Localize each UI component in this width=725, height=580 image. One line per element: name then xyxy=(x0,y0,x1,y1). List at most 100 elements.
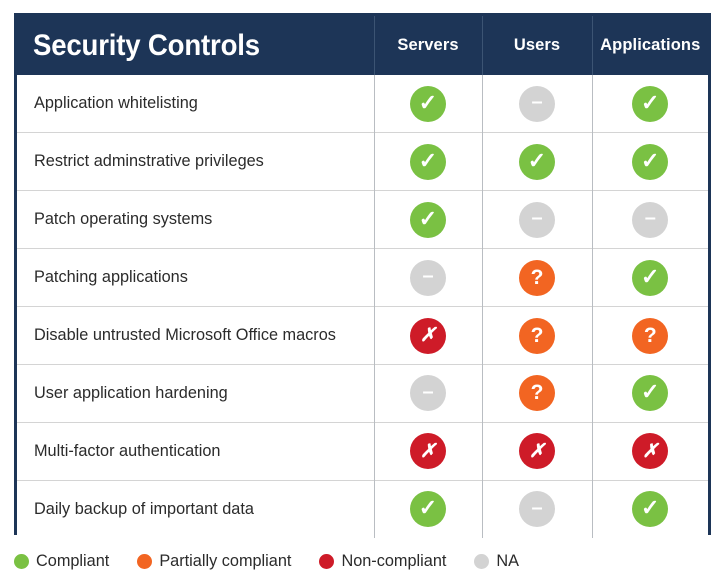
column-header-users[interactable]: Users xyxy=(482,16,593,75)
legend-dot-na-icon xyxy=(474,553,490,569)
status-glyph: ? xyxy=(530,381,544,405)
dash-icon: – xyxy=(410,375,446,412)
status-glyph: – xyxy=(531,207,543,230)
control-name-label: Patch operating systems xyxy=(34,210,213,229)
control-name-cell: User application hardening xyxy=(17,363,375,423)
status-glyph: ? xyxy=(530,265,544,289)
status-cell-applications: ✓ xyxy=(592,363,708,423)
cross-icon: ✗ xyxy=(632,433,669,470)
control-name-label: Disable untrusted Microsoft Office macro… xyxy=(34,326,336,344)
legend-label: Non-compliant xyxy=(341,551,447,570)
dash-icon: – xyxy=(410,259,446,296)
status-cell-servers: ✗ xyxy=(374,306,483,365)
status-glyph: ✓ xyxy=(641,379,660,405)
table-row: Daily backup of important data ✓ – ✓ xyxy=(17,479,708,539)
table-header-row: Security Controls Servers Users Applicat… xyxy=(17,16,708,75)
control-name-label: Restrict adminstrative privileges xyxy=(34,152,264,171)
status-glyph: ? xyxy=(643,323,657,347)
control-name-label: Patching applications xyxy=(34,268,188,287)
status-glyph: ✗ xyxy=(529,440,545,462)
status-glyph: ✗ xyxy=(420,440,436,462)
status-glyph: – xyxy=(422,380,434,403)
status-glyph: ✓ xyxy=(418,205,438,231)
status-glyph: ✓ xyxy=(418,495,438,521)
status-cell-applications: ✗ xyxy=(592,421,708,481)
table-body: Security Controls Servers Users Applicat… xyxy=(17,16,708,539)
control-name-cell: Daily backup of important data xyxy=(17,479,375,539)
status-glyph: ✓ xyxy=(418,89,438,115)
column-header-users-label: Users xyxy=(513,36,561,54)
legend-dot-noncompliant-icon xyxy=(319,553,335,569)
legend-label: Compliant xyxy=(36,551,110,570)
table-row: Disable untrusted Microsoft Office macro… xyxy=(17,306,708,365)
control-name-cell: Patch operating systems xyxy=(17,190,375,249)
question-icon: ? xyxy=(519,259,555,296)
table-row: Multi-factor authentication ✗ ✗ ✗ xyxy=(17,421,708,481)
status-cell-users: – xyxy=(482,190,593,249)
status-cell-users: ? xyxy=(482,248,593,307)
check-icon: ✓ xyxy=(410,201,446,238)
status-glyph: ✓ xyxy=(641,89,660,115)
cross-icon: ✗ xyxy=(519,433,555,470)
status-glyph: ✗ xyxy=(420,325,436,346)
status-cell-applications: ? xyxy=(592,306,708,365)
legend-dot-compliant-icon xyxy=(14,553,29,569)
status-cell-servers: – xyxy=(374,363,483,423)
dash-icon: – xyxy=(632,201,669,238)
status-cell-servers: ✓ xyxy=(374,479,483,539)
status-cell-applications: ✓ xyxy=(592,479,708,539)
legend-dot-partial-icon xyxy=(137,553,153,569)
status-glyph: ✓ xyxy=(418,147,438,173)
status-cell-users: ✓ xyxy=(482,132,593,191)
dash-icon: – xyxy=(519,201,555,238)
question-icon: ? xyxy=(519,317,555,354)
control-name-label: Multi-factor authentication xyxy=(34,441,221,460)
status-cell-servers: ✗ xyxy=(374,421,483,481)
status-cell-users: – xyxy=(482,479,593,539)
check-icon: ✓ xyxy=(410,85,446,122)
table-title-cell: Security Controls xyxy=(17,16,375,75)
check-icon: ✓ xyxy=(519,143,555,180)
cross-icon: ✗ xyxy=(410,433,446,470)
column-header-servers[interactable]: Servers xyxy=(374,16,483,75)
status-cell-users: ? xyxy=(482,363,593,423)
check-icon: ✓ xyxy=(632,143,669,180)
legend-item-partial: Partially compliant xyxy=(137,552,291,571)
control-name-label: Daily backup of important data xyxy=(34,499,254,518)
status-cell-users: ✗ xyxy=(482,421,593,481)
check-icon: ✓ xyxy=(410,491,446,528)
check-icon: ✓ xyxy=(632,259,669,296)
status-cell-users: – xyxy=(482,75,593,133)
check-icon: ✓ xyxy=(632,375,669,412)
table-row: Restrict adminstrative privileges ✓ ✓ ✓ xyxy=(17,132,708,191)
security-controls-table: Security Controls Servers Users Applicat… xyxy=(14,13,711,539)
status-cell-applications: ✓ xyxy=(592,75,708,133)
status-glyph: ✓ xyxy=(641,263,660,289)
status-glyph: ? xyxy=(530,323,544,347)
dash-icon: – xyxy=(519,491,555,528)
status-glyph: – xyxy=(644,207,656,230)
legend: Compliant Partially compliant Non-complian… xyxy=(14,548,547,574)
table-row: Application whitelisting ✓ – ✓ xyxy=(17,75,708,133)
status-cell-applications: – xyxy=(592,190,708,249)
column-header-servers-label: Servers xyxy=(397,36,459,54)
status-glyph: ✗ xyxy=(642,440,659,462)
control-name-cell: Patching applications xyxy=(17,248,375,307)
table-row: User application hardening –? ✓ xyxy=(17,363,708,423)
status-cell-servers: ✓ xyxy=(374,190,483,249)
control-name-cell: Multi-factor authentication xyxy=(17,421,375,481)
status-cell-servers: ✓ xyxy=(374,75,483,133)
legend-item-noncompliant: Non-compliant xyxy=(319,552,446,571)
status-glyph: – xyxy=(422,265,434,288)
table-row: Patch operating systems ✓ – – xyxy=(17,190,708,249)
status-cell-servers: ✓ xyxy=(374,132,483,191)
column-header-applications[interactable]: Applications xyxy=(592,16,708,75)
control-name-cell: Disable untrusted Microsoft Office macro… xyxy=(17,306,375,365)
check-icon: ✓ xyxy=(632,85,669,122)
control-name-cell: Application whitelisting xyxy=(17,75,375,133)
status-glyph: – xyxy=(531,496,543,519)
column-header-applications-label: Applications xyxy=(600,36,701,54)
legend-label: Partially compliant xyxy=(159,551,292,570)
legend-label: NA xyxy=(496,551,520,570)
status-glyph: ✓ xyxy=(641,495,660,521)
